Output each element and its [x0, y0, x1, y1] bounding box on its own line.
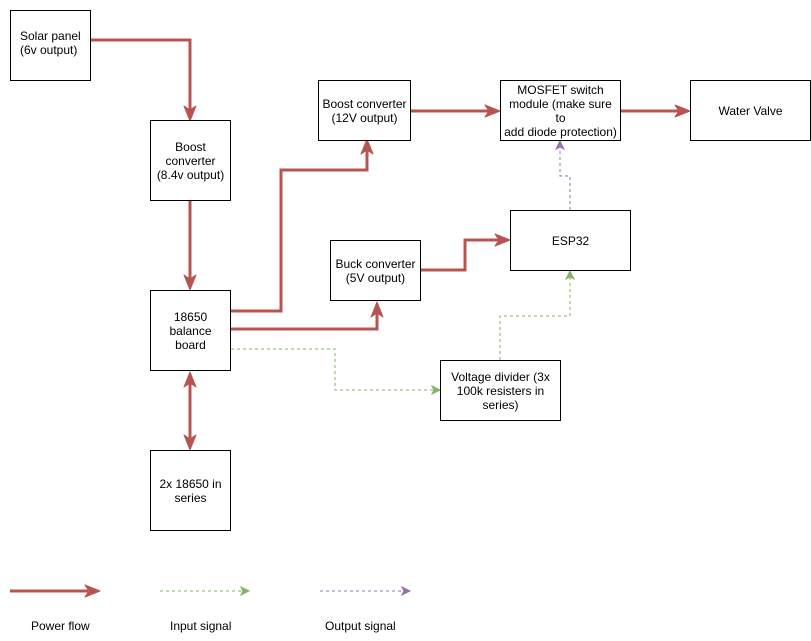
power-buck-to-esp32	[421, 238, 499, 272]
arrowhead-divider-left	[430, 384, 442, 396]
output-esp32-to-mosfet	[559, 148, 571, 210]
arrowhead-esp32-bottom	[564, 269, 576, 281]
arrowhead-mosfet-bottom	[554, 139, 566, 151]
arrowhead-balance-top	[183, 274, 197, 291]
arrowhead-boost12-bottom	[360, 138, 374, 155]
input-balance-to-divider	[231, 348, 433, 391]
legend-power-arrowhead	[84, 584, 101, 598]
arrowhead-battery-top	[183, 434, 197, 451]
arrowhead-balance-bottom	[183, 371, 197, 388]
arrowhead-buck-bottom	[370, 301, 384, 318]
legend-output-arrowhead	[400, 585, 412, 597]
solar-panel-node: Solar panel (6v output)	[10, 10, 91, 81]
input-divider-to-esp32	[499, 278, 571, 360]
legend-output-signal-label: Output signal	[325, 619, 396, 633]
power-solar-to-boost8	[90, 38, 192, 110]
arrowhead-valve-left	[674, 104, 691, 118]
battery-pack-node: 2x 18650 in series	[150, 450, 231, 531]
boost-converter-12v-node: Boost converter (12V output)	[318, 80, 411, 141]
arrowhead-mosfet-left	[484, 104, 501, 118]
esp32-node: ESP32	[510, 210, 631, 271]
arrowhead-boost8-top	[183, 105, 197, 122]
voltage-divider-node: Voltage divider (3x 100k resisters in se…	[440, 360, 561, 421]
arrowhead-esp32-left	[494, 233, 511, 247]
buck-converter-node: Buck converter (5V output)	[330, 240, 421, 301]
legend-input-arrowhead	[239, 585, 251, 597]
power-balance-to-boost12	[231, 150, 369, 313]
power-balance-to-buck	[231, 313, 379, 331]
boost-converter-8v-node: Boost converter (8.4v output)	[150, 120, 231, 201]
mosfet-switch-node: MOSFET switch module (make sure to add d…	[500, 80, 621, 141]
water-valve-node: Water Valve	[690, 80, 811, 141]
legend-power-flow-label: Power flow	[31, 619, 90, 633]
legend-input-signal-label: Input signal	[170, 619, 232, 633]
balance-board-node: 18650 balance board	[150, 290, 231, 371]
